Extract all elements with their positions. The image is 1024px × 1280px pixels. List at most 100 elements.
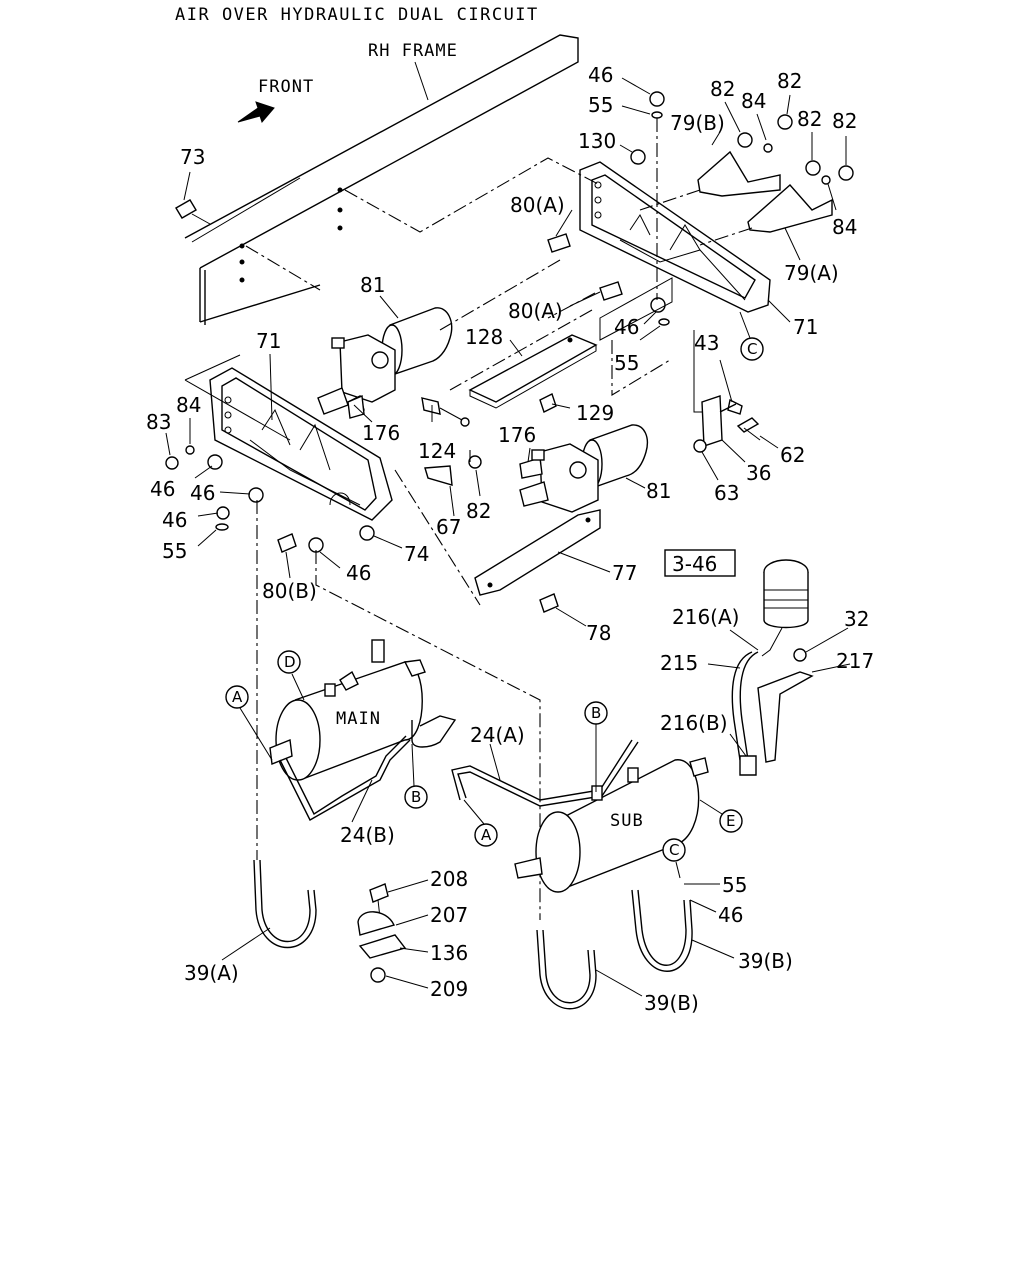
assembly-guide-lines: [184, 118, 753, 920]
marker-a-left-text: A: [232, 688, 243, 706]
marker-c-low-text: C: [669, 841, 679, 859]
callout-labels: 46 55 130 82 84 82 82 82 79(B) 73 80(A) …: [146, 63, 874, 1015]
callout-208: 208: [430, 867, 468, 891]
hose-39b-right: [631, 889, 693, 972]
callout-leaders: [165, 77, 851, 997]
nut-63: [693, 439, 707, 453]
callout-80a: 80(A): [510, 193, 565, 217]
marker-a-mid-text: A: [481, 826, 492, 844]
bolt-43: [719, 398, 743, 415]
callout-55: 55: [614, 351, 639, 375]
callout-67: 67: [436, 515, 461, 539]
clamp-assembly: [357, 883, 407, 983]
callout-77: 77: [612, 561, 637, 585]
callout-84: 84: [741, 89, 766, 113]
callout-71: 71: [793, 315, 818, 339]
bracket-79a: [747, 184, 833, 233]
callout-55: 55: [722, 873, 747, 897]
callout-24a: 24(A): [470, 723, 525, 747]
callout-46: 46: [718, 903, 743, 927]
pipe-215: [731, 651, 759, 776]
callout-46: 46: [190, 481, 215, 505]
plate-36: [693, 330, 723, 447]
marker-e-text: E: [726, 812, 735, 830]
callout-82: 82: [466, 499, 491, 523]
ref-box-label: 3-46: [672, 552, 717, 576]
hose-39a: [253, 859, 317, 948]
bracket-77: [474, 509, 601, 596]
callout-74: 74: [404, 542, 429, 566]
rh-frame-rail: [184, 34, 601, 325]
callout-24b: 24(B): [340, 823, 395, 847]
callout-80b: 80(B): [262, 579, 317, 603]
front-label: FRONT: [258, 77, 314, 97]
callout-39a: 39(A): [184, 961, 239, 985]
callout-63: 63: [714, 481, 739, 505]
callout-209: 209: [430, 977, 468, 1001]
callout-176: 176: [498, 423, 536, 447]
diagram-title: AIR OVER HYDRAULIC DUAL CIRCUIT: [175, 5, 539, 25]
callout-129: 129: [576, 401, 614, 425]
rh-frame-label: RH FRAME: [368, 41, 458, 61]
callout-81: 81: [646, 479, 671, 503]
pipe-24b: [279, 739, 411, 821]
bracket-79b: [697, 150, 781, 197]
callout-46: 46: [614, 315, 639, 339]
left-bracket-71: [209, 367, 393, 521]
callout-216b: 216(B): [660, 711, 728, 735]
callout-82: 82: [710, 77, 735, 101]
callout-46: 46: [162, 508, 187, 532]
marker-e: [719, 809, 743, 833]
front-arrow-icon: [237, 101, 275, 123]
marker-b-mid-text: B: [411, 788, 421, 806]
relay-valve-81-bottom: [519, 424, 649, 513]
callout-39b: 39(B): [644, 991, 699, 1015]
marker-d-text: D: [284, 653, 296, 671]
callout-55: 55: [162, 539, 187, 563]
callout-207: 207: [430, 903, 468, 927]
air-dryer: [761, 559, 809, 657]
callout-73: 73: [180, 145, 205, 169]
callout-84: 84: [176, 393, 201, 417]
rh-frame-leader: [414, 61, 429, 101]
callout-36: 36: [746, 461, 771, 485]
callout-130: 130: [578, 129, 616, 153]
callout-46: 46: [150, 477, 175, 501]
callout-32: 32: [844, 607, 869, 631]
main-tank-label: MAIN: [336, 709, 381, 729]
bracket-217: [757, 648, 814, 763]
callout-136: 136: [430, 941, 468, 965]
callout-55: 55: [588, 93, 613, 117]
callout-83: 83: [146, 410, 171, 434]
callout-82: 82: [832, 109, 857, 133]
sub-tank-label: SUB: [610, 811, 644, 831]
callout-78: 78: [586, 621, 611, 645]
callout-46: 46: [346, 561, 371, 585]
right-bracket-71: [579, 161, 771, 313]
callout-39b: 39(B): [738, 949, 793, 973]
ref-box: [664, 549, 736, 577]
relay-valve-81-top: [317, 307, 470, 427]
callout-84: 84: [832, 215, 857, 239]
callout-46: 46: [588, 63, 613, 87]
callout-62: 62: [780, 443, 805, 467]
marker-d: [277, 650, 301, 674]
circled-markers: A A B B C C D E: [225, 311, 764, 879]
callout-215: 215: [660, 651, 698, 675]
marker-c-right: [740, 337, 764, 361]
callout-43: 43: [694, 331, 719, 355]
sub-air-tank: [514, 757, 709, 893]
callout-79b: 79(B): [670, 111, 725, 135]
callout-176: 176: [362, 421, 400, 445]
hose-39b-mid: [536, 929, 597, 1010]
marker-b-top-text: B: [591, 704, 601, 722]
callout-216a: 216(A): [672, 605, 739, 629]
marker-a-mid: [474, 823, 498, 847]
callout-82: 82: [777, 69, 802, 93]
callout-81: 81: [360, 273, 385, 297]
hardware: [165, 91, 854, 613]
shield-128: [468, 334, 598, 409]
callout-80a: 80(A): [508, 299, 563, 323]
marker-c-low: [662, 838, 686, 862]
callout-79a: 79(A): [784, 261, 839, 285]
